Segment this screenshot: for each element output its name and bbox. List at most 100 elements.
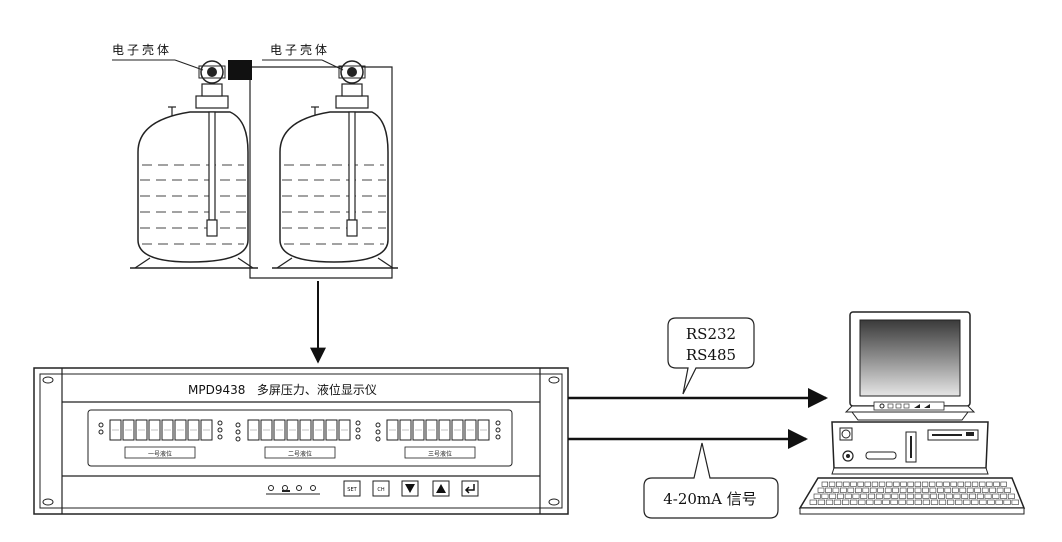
key [969, 493, 977, 499]
key [914, 493, 922, 499]
computer-case-icon [831, 421, 989, 475]
key [833, 499, 842, 505]
key [854, 487, 862, 493]
tank-left [130, 60, 258, 269]
key [961, 493, 969, 499]
serial-label-line2: RS485 [686, 346, 736, 364]
key [995, 499, 1003, 505]
key [989, 487, 996, 493]
key [847, 487, 855, 493]
tank-area: 电子壳体 [112, 43, 398, 279]
indicator-leds-right [217, 420, 223, 440]
key [907, 481, 914, 487]
up-button[interactable] [432, 480, 450, 497]
key [821, 493, 829, 499]
key [883, 493, 891, 499]
key [986, 481, 993, 487]
key [996, 487, 1004, 493]
key [1007, 493, 1015, 499]
key [943, 481, 950, 487]
key [922, 499, 930, 505]
indicator-leds-right [495, 420, 501, 440]
set-button[interactable]: SET [343, 480, 361, 497]
key [835, 481, 843, 487]
ch-button-label: CH [377, 487, 384, 493]
key [891, 493, 899, 499]
key [877, 487, 885, 493]
key [979, 481, 986, 487]
analog-label: 4-20mA 信号 [663, 490, 757, 508]
channel-caption-1: 一号液位 [148, 450, 172, 458]
enter-button[interactable] [461, 480, 479, 497]
keyboard-icon [798, 477, 1026, 515]
analog-callout: 4-20mA 信号 [643, 442, 779, 519]
junction-box [228, 60, 252, 80]
key [864, 481, 871, 487]
key [937, 493, 945, 499]
key [953, 493, 961, 499]
channel-display-3: 三号液位 [375, 419, 501, 459]
seven-segment-digits [109, 419, 213, 441]
key [893, 481, 900, 487]
triangle-up-icon [436, 484, 446, 493]
seven-segment-digits [247, 419, 351, 441]
key [850, 481, 857, 487]
instrument-title: MPD9438 多屏压力、液位显示仪 [188, 382, 377, 397]
enter-arrow-icon [464, 484, 475, 494]
ch-button[interactable]: CH [372, 480, 390, 497]
key [987, 499, 995, 505]
channel-display-2: 二号液位 [235, 419, 361, 459]
key [930, 499, 939, 505]
key [950, 481, 957, 487]
key [945, 493, 953, 499]
key [971, 481, 979, 487]
key [981, 487, 989, 493]
key [841, 499, 850, 505]
key [878, 481, 886, 487]
key [828, 481, 836, 487]
key [825, 499, 834, 505]
key [868, 493, 876, 499]
electronic-housing-icon [338, 60, 366, 84]
key [936, 481, 943, 487]
key [993, 481, 1000, 487]
key [946, 499, 955, 505]
key [929, 487, 937, 493]
key [921, 481, 929, 487]
down-button[interactable] [401, 480, 419, 497]
key [992, 493, 1000, 499]
key [817, 499, 825, 505]
key [907, 487, 914, 493]
serial-callout: RS232 RS485 [667, 317, 755, 395]
key [825, 487, 832, 493]
seven-segment-digits [386, 419, 490, 441]
key [930, 493, 938, 499]
key [882, 499, 890, 505]
key [906, 493, 914, 499]
key [928, 481, 936, 487]
key [898, 499, 906, 505]
key [971, 499, 979, 505]
key [866, 499, 874, 505]
key [914, 499, 922, 505]
key [843, 481, 850, 487]
monitor-icon [844, 311, 976, 421]
key [922, 487, 929, 493]
key [892, 487, 899, 493]
key [1003, 499, 1011, 505]
key [821, 481, 828, 487]
indicator-leds-left [98, 422, 104, 435]
key [906, 499, 914, 505]
set-button-label: SET [347, 487, 357, 493]
channel-caption-2: 二号液位 [288, 450, 312, 458]
mount-hole-icon [42, 376, 54, 384]
key [914, 487, 922, 493]
mount-hole-icon [42, 498, 54, 506]
triangle-down-icon [405, 484, 415, 493]
right-housing-label: 电子壳体 [270, 43, 330, 57]
key [844, 493, 852, 499]
key [809, 499, 817, 505]
key [974, 487, 982, 493]
key [914, 481, 921, 487]
key [850, 499, 858, 505]
